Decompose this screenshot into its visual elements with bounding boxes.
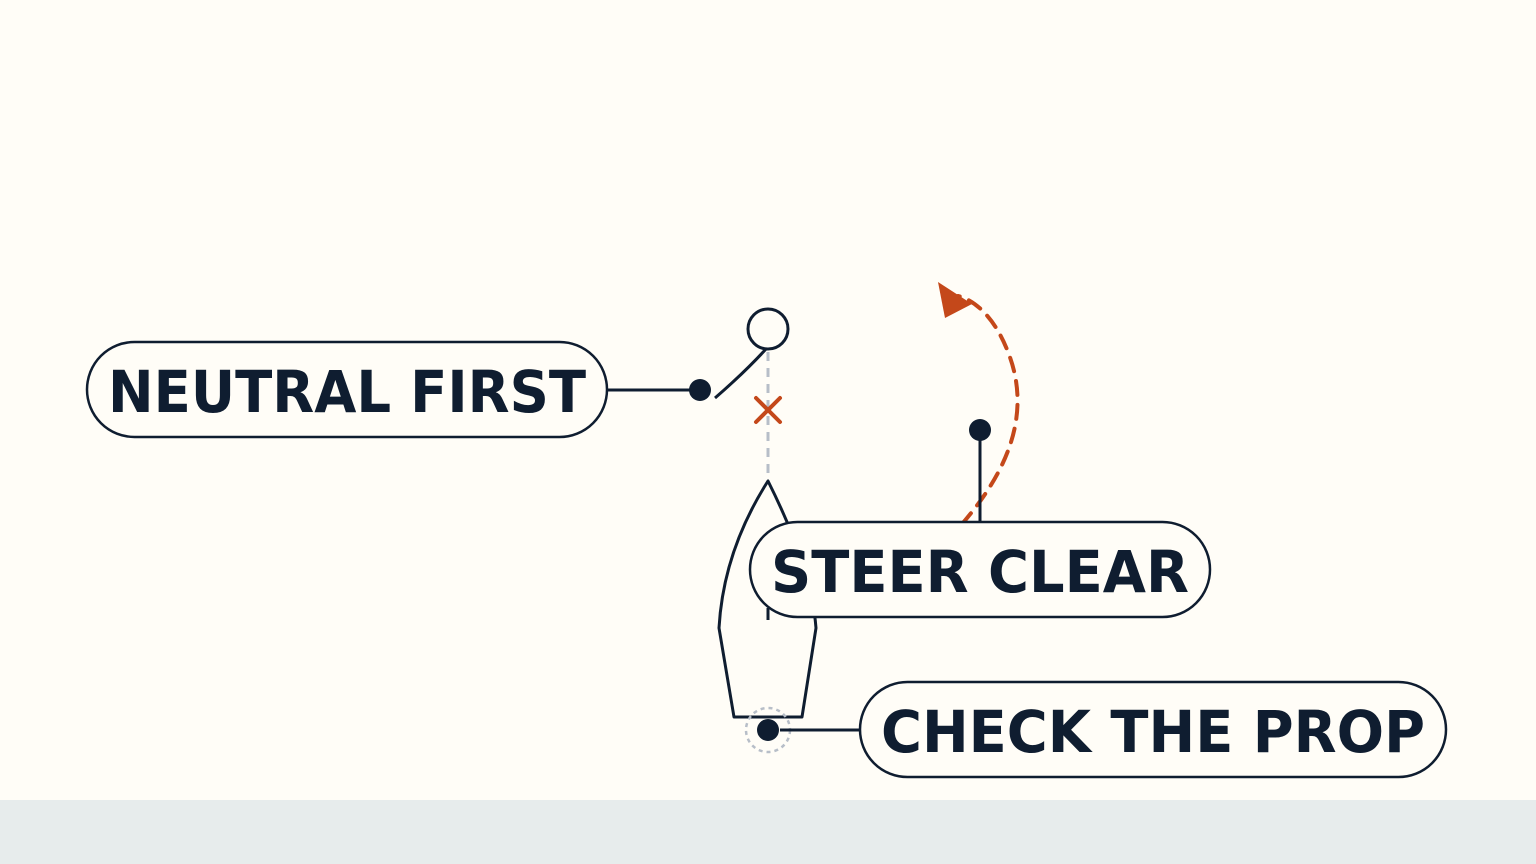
- turn-arrow-head-icon: [938, 282, 972, 318]
- check-prop-label: CHECK THE PROP: [881, 698, 1425, 766]
- neutral-first-label: NEUTRAL FIRST: [108, 358, 586, 426]
- turn-path: [956, 294, 1020, 526]
- neutral-first-callout: NEUTRAL FIRST: [85, 340, 609, 439]
- prop-anchor-dot: [757, 719, 779, 741]
- swimmer-head-icon: [746, 307, 790, 351]
- footer-band: [0, 800, 1536, 864]
- swimmer-arm: [714, 347, 768, 400]
- hazard-x-icon: [754, 396, 782, 424]
- steer-anchor-dot: [969, 419, 991, 441]
- check-prop-callout: CHECK THE PROP: [858, 680, 1448, 779]
- steer-clear-callout: STEER CLEAR: [748, 520, 1212, 619]
- neutral-anchor-dot: [689, 379, 711, 401]
- steer-clear-label: STEER CLEAR: [771, 538, 1189, 606]
